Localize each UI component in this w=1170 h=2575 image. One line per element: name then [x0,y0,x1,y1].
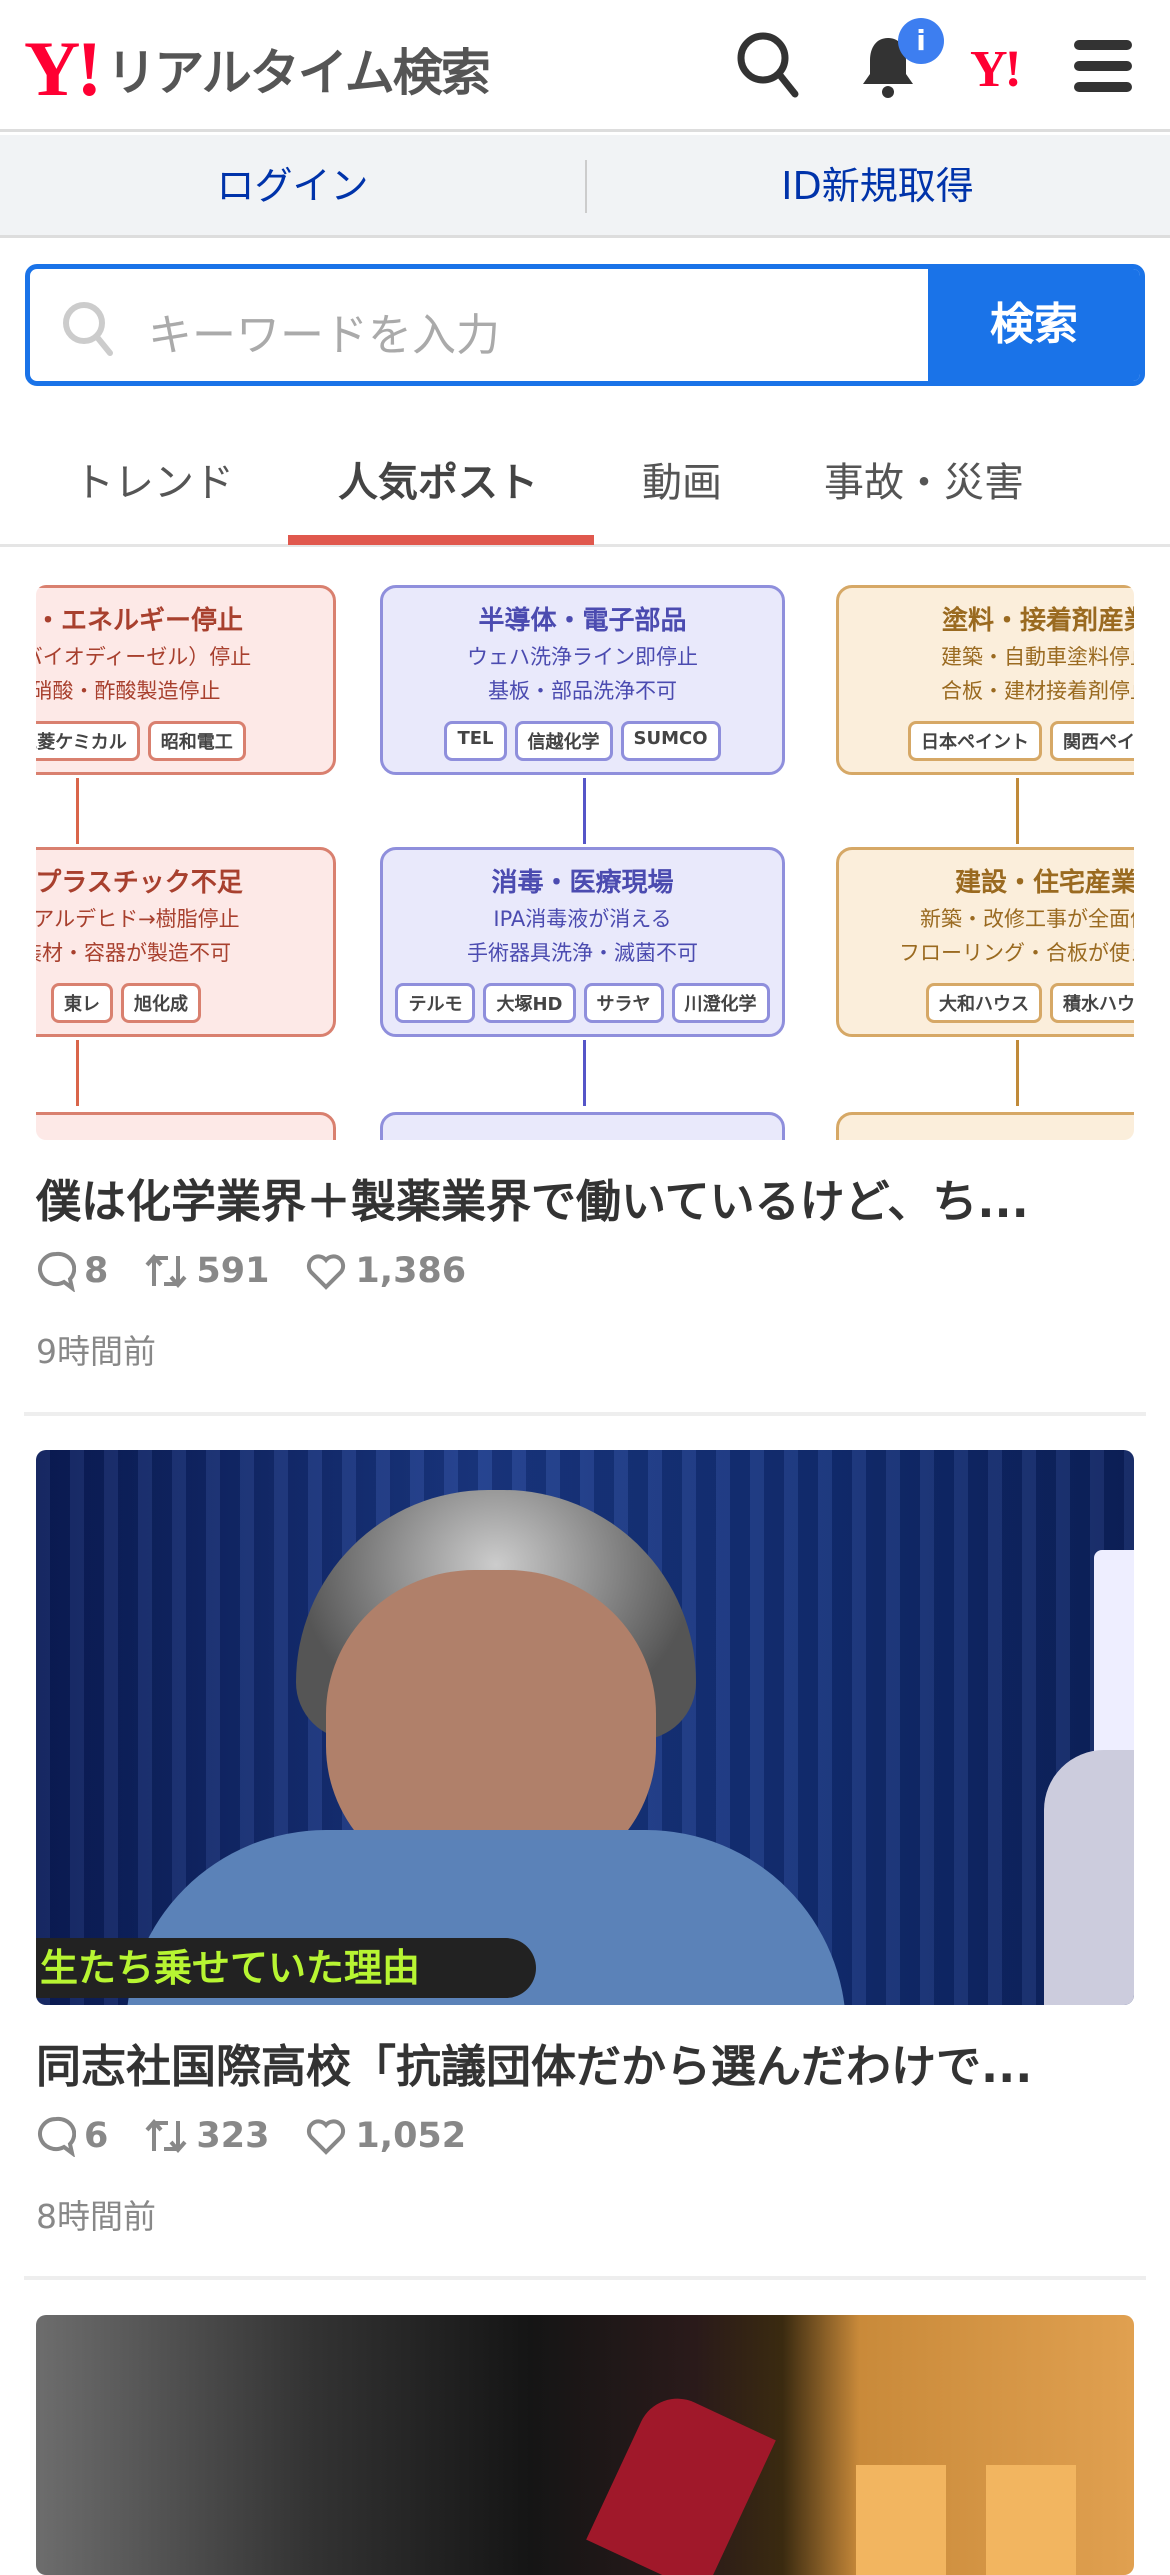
repost-count: 323 [196,2116,270,2156]
company-tag: 関西ペイント [1050,721,1134,761]
company-tag: テルモ [395,983,476,1023]
diagram-text: 新築・改修工事が全面停止 [920,907,1134,931]
active-tab-indicator [288,535,594,545]
yahoo-logo: Y! [24,25,102,112]
diagram-heading: 消毒・医療現場 [491,868,674,898]
reply-count: 6 [84,2116,109,2156]
person-side [1044,1750,1134,2005]
divider [585,160,587,213]
post-time: 9時間前 [36,1332,156,1371]
diagram-heading: 建設・住宅産業 [954,868,1134,898]
post-image[interactable]: 生たち乗せていた理由 [36,1450,1134,2005]
yahoo-top-link[interactable]: Y! [970,41,1022,98]
menu-sign [856,2465,946,2575]
notification-badge: i [898,18,944,64]
company-tag: 昭和電工 [147,721,246,761]
diagram-heading: 塗料・接着剤産業 [941,606,1134,636]
post-image[interactable]: 料・エネルギー停止 （バイオディーゼル）停止 硝酸・酢酸製造停止 三菱ケミカル昭… [36,585,1134,1140]
search-icon [63,302,113,356]
diagram-text: ウェハ洗浄ライン即停止 [467,645,698,669]
company-tag: SUMCO [620,721,721,761]
diagram-heading: 半導体・電子部品 [478,606,687,636]
diagram-text: （バイオディーゼル）停止 [36,645,252,669]
diagram-text: 建築・自動車塗料停止 [941,645,1134,669]
search-input[interactable]: キーワードを入力 [148,310,500,361]
like-count: 1,386 [355,1251,467,1291]
menu-icon[interactable] [1072,38,1134,94]
tab-popular-posts[interactable]: 人気ポスト [338,460,538,506]
logo[interactable]: Y! リアルタイム検索 [24,25,491,112]
diagram-text: 基板・部品洗浄不可 [488,679,677,703]
heart-icon[interactable] [305,2116,347,2156]
reply-icon[interactable] [36,1250,76,1292]
diagram-box: 塗料・接着剤産業 建築・自動車塗料停止 合板・建材接着剤停止 日本ペイント関西ペ… [836,585,1134,775]
menu-sign [986,2465,1076,2575]
diagram-box [36,1112,336,1140]
search-form: キーワードを入力 検索 [25,264,1145,386]
company-tag: 三菱ケミカル [36,721,140,761]
divider [24,1412,1146,1416]
company-tag: 川澄化学 [671,983,770,1023]
diagram-text: フローリング・合板が使えない [899,941,1134,965]
diagram-box [380,1112,785,1140]
diagram-box [836,1112,1134,1140]
search-icon[interactable] [735,30,801,100]
diagram-box: 建設・住宅産業 新築・改修工事が全面停止 フローリング・合板が使えない 大和ハウ… [836,847,1134,1037]
tab-bar: トレンド 人気ポスト 動画 事故・災害 [0,420,1170,547]
signup-link[interactable]: ID新規取得 [781,164,974,208]
diagram-arrow [76,778,79,844]
diagram-heading: 料・エネルギー停止 [36,606,243,636]
post-title[interactable]: 僕は化学業界＋製薬業界で働いているけど、ち... [36,1175,1029,1228]
company-tag: 信越化学 [514,721,613,761]
diagram-text: IPA消毒液が消える [493,907,672,931]
reply-icon[interactable] [36,2115,76,2157]
diagram-arrow [1016,1040,1019,1106]
diagram-heading: ・プラスチック不足 [36,868,243,898]
company-tag: サラヤ [583,983,664,1023]
diagram-arrow [582,778,586,844]
tab-video[interactable]: 動画 [642,460,722,506]
company-tag: 旭化成 [121,983,201,1023]
company-tag: 大和ハウス [926,983,1042,1023]
post-time: 8時間前 [36,2197,156,2236]
diagram-text: 手術器具洗浄・滅菌不可 [467,941,698,965]
diagram-text: 合板・建材接着剤停止 [941,679,1134,703]
diagram-box: 料・エネルギー停止 （バイオディーゼル）停止 硝酸・酢酸製造停止 三菱ケミカル昭… [36,585,336,775]
video-caption: 生たち乗せていた理由 [36,1938,536,1998]
divider [24,2276,1146,2280]
post-image[interactable] [36,2315,1134,2575]
diagram-arrow [582,1040,586,1106]
repost-icon[interactable] [144,1250,188,1292]
login-link[interactable]: ログイン [216,164,369,208]
tab-trend[interactable]: トレンド [74,460,234,506]
company-tag: 日本ペイント [908,721,1042,761]
post-title[interactable]: 同志社国際高校「抗議団体だから選んだわけで... [36,2040,1033,2093]
diagram-text: 装材・容器が製造不可 [36,941,231,965]
diagram-text: ムアルデヒド→樹脂停止 [36,907,240,931]
app-header: Y! リアルタイム検索 i Y! [0,0,1170,132]
company-tag: 東レ [51,983,113,1023]
app-title: リアルタイム検索 [106,44,490,102]
post-stats: 6 323 1,052 [36,2115,502,2157]
company-tag: 大塚HD [483,983,576,1023]
heart-icon[interactable] [305,1251,347,1291]
diagram-arrow [1016,778,1019,844]
post-stats: 8 591 1,386 [36,1250,502,1292]
repost-count: 591 [196,1251,270,1291]
diagram-text: 硝酸・酢酸製造停止 [36,679,221,703]
like-count: 1,052 [355,2116,467,2156]
company-tag: TEL [444,721,507,761]
diagram-arrow [76,1040,79,1106]
repost-icon[interactable] [144,2115,188,2157]
company-tag: 積水ハウス [1050,983,1134,1023]
reply-count: 8 [84,1251,109,1291]
tab-accident-disaster[interactable]: 事故・災害 [824,460,1024,506]
search-button[interactable]: 検索 [928,269,1140,381]
auth-bar: ログイン ID新規取得 [0,135,1170,238]
red-clothing [586,2385,776,2575]
